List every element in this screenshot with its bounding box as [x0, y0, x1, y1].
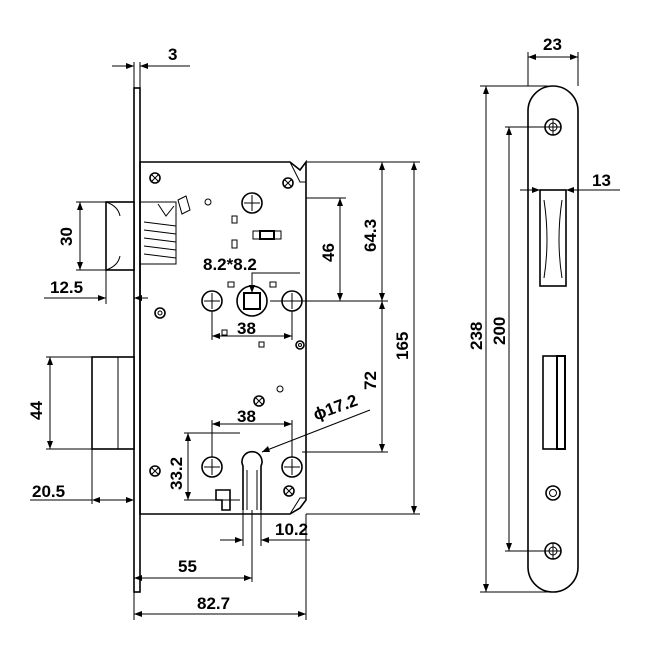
dim-latch-projection: 12.5	[50, 278, 83, 297]
front-plate	[133, 87, 141, 593]
dim-deadbolt-projection: 20.5	[32, 482, 65, 501]
dim-cylinder-width: 10.2	[275, 520, 308, 539]
dimension-lines	[30, 62, 420, 620]
dim-faceplate-width: 23	[543, 35, 562, 54]
dim-faceplate-length: 238	[467, 322, 486, 350]
dim-spindle-to-cylinder: 72	[361, 371, 380, 390]
dim-faceplate-screw-spacing: 200	[490, 317, 509, 345]
case-bottom-notch	[289, 497, 306, 515]
lock-case	[139, 159, 307, 515]
dim-faceplate-slot-offset: 13	[592, 171, 611, 190]
dim-latch-height: 30	[57, 227, 76, 246]
dim-spindle-to-latch: 46	[319, 243, 338, 262]
dim-spindle-to-top: 64.3	[361, 219, 380, 252]
deadbolt	[91, 356, 135, 450]
faceplate	[527, 85, 579, 593]
lock-body-side-view	[91, 87, 307, 593]
case-top-notch	[289, 161, 306, 183]
dim-cylinder-diameter: ϕ17.2	[311, 391, 361, 425]
cylinder-row	[201, 450, 303, 511]
euro-cylinder-cutout	[241, 450, 263, 510]
dim-spindle-square: 8.2*8.2	[203, 255, 257, 274]
dim-deadbolt-height: 44	[27, 401, 46, 420]
dim-case-depth: 82.7	[197, 594, 230, 613]
faceplate-dimension-lines	[480, 52, 620, 593]
faceplate-front-view	[527, 85, 579, 593]
dim-spindle-hole-spacing: 38	[237, 319, 256, 338]
dim-cylinder-hole-spacing: 38	[237, 407, 256, 426]
upper-fixing-hole	[231, 192, 282, 249]
dim-case-height: 165	[393, 332, 412, 360]
dim-front-plate-thickness: 3	[168, 45, 177, 64]
case-screws	[149, 172, 305, 497]
dim-backset: 55	[178, 557, 197, 576]
dimension-labels: 3 30 12.5 44 20.5 8.2*8.2 46 64.3 72 165…	[27, 35, 611, 613]
latch-bolt	[105, 195, 191, 271]
dim-cylinder-height: 33.2	[167, 457, 186, 490]
